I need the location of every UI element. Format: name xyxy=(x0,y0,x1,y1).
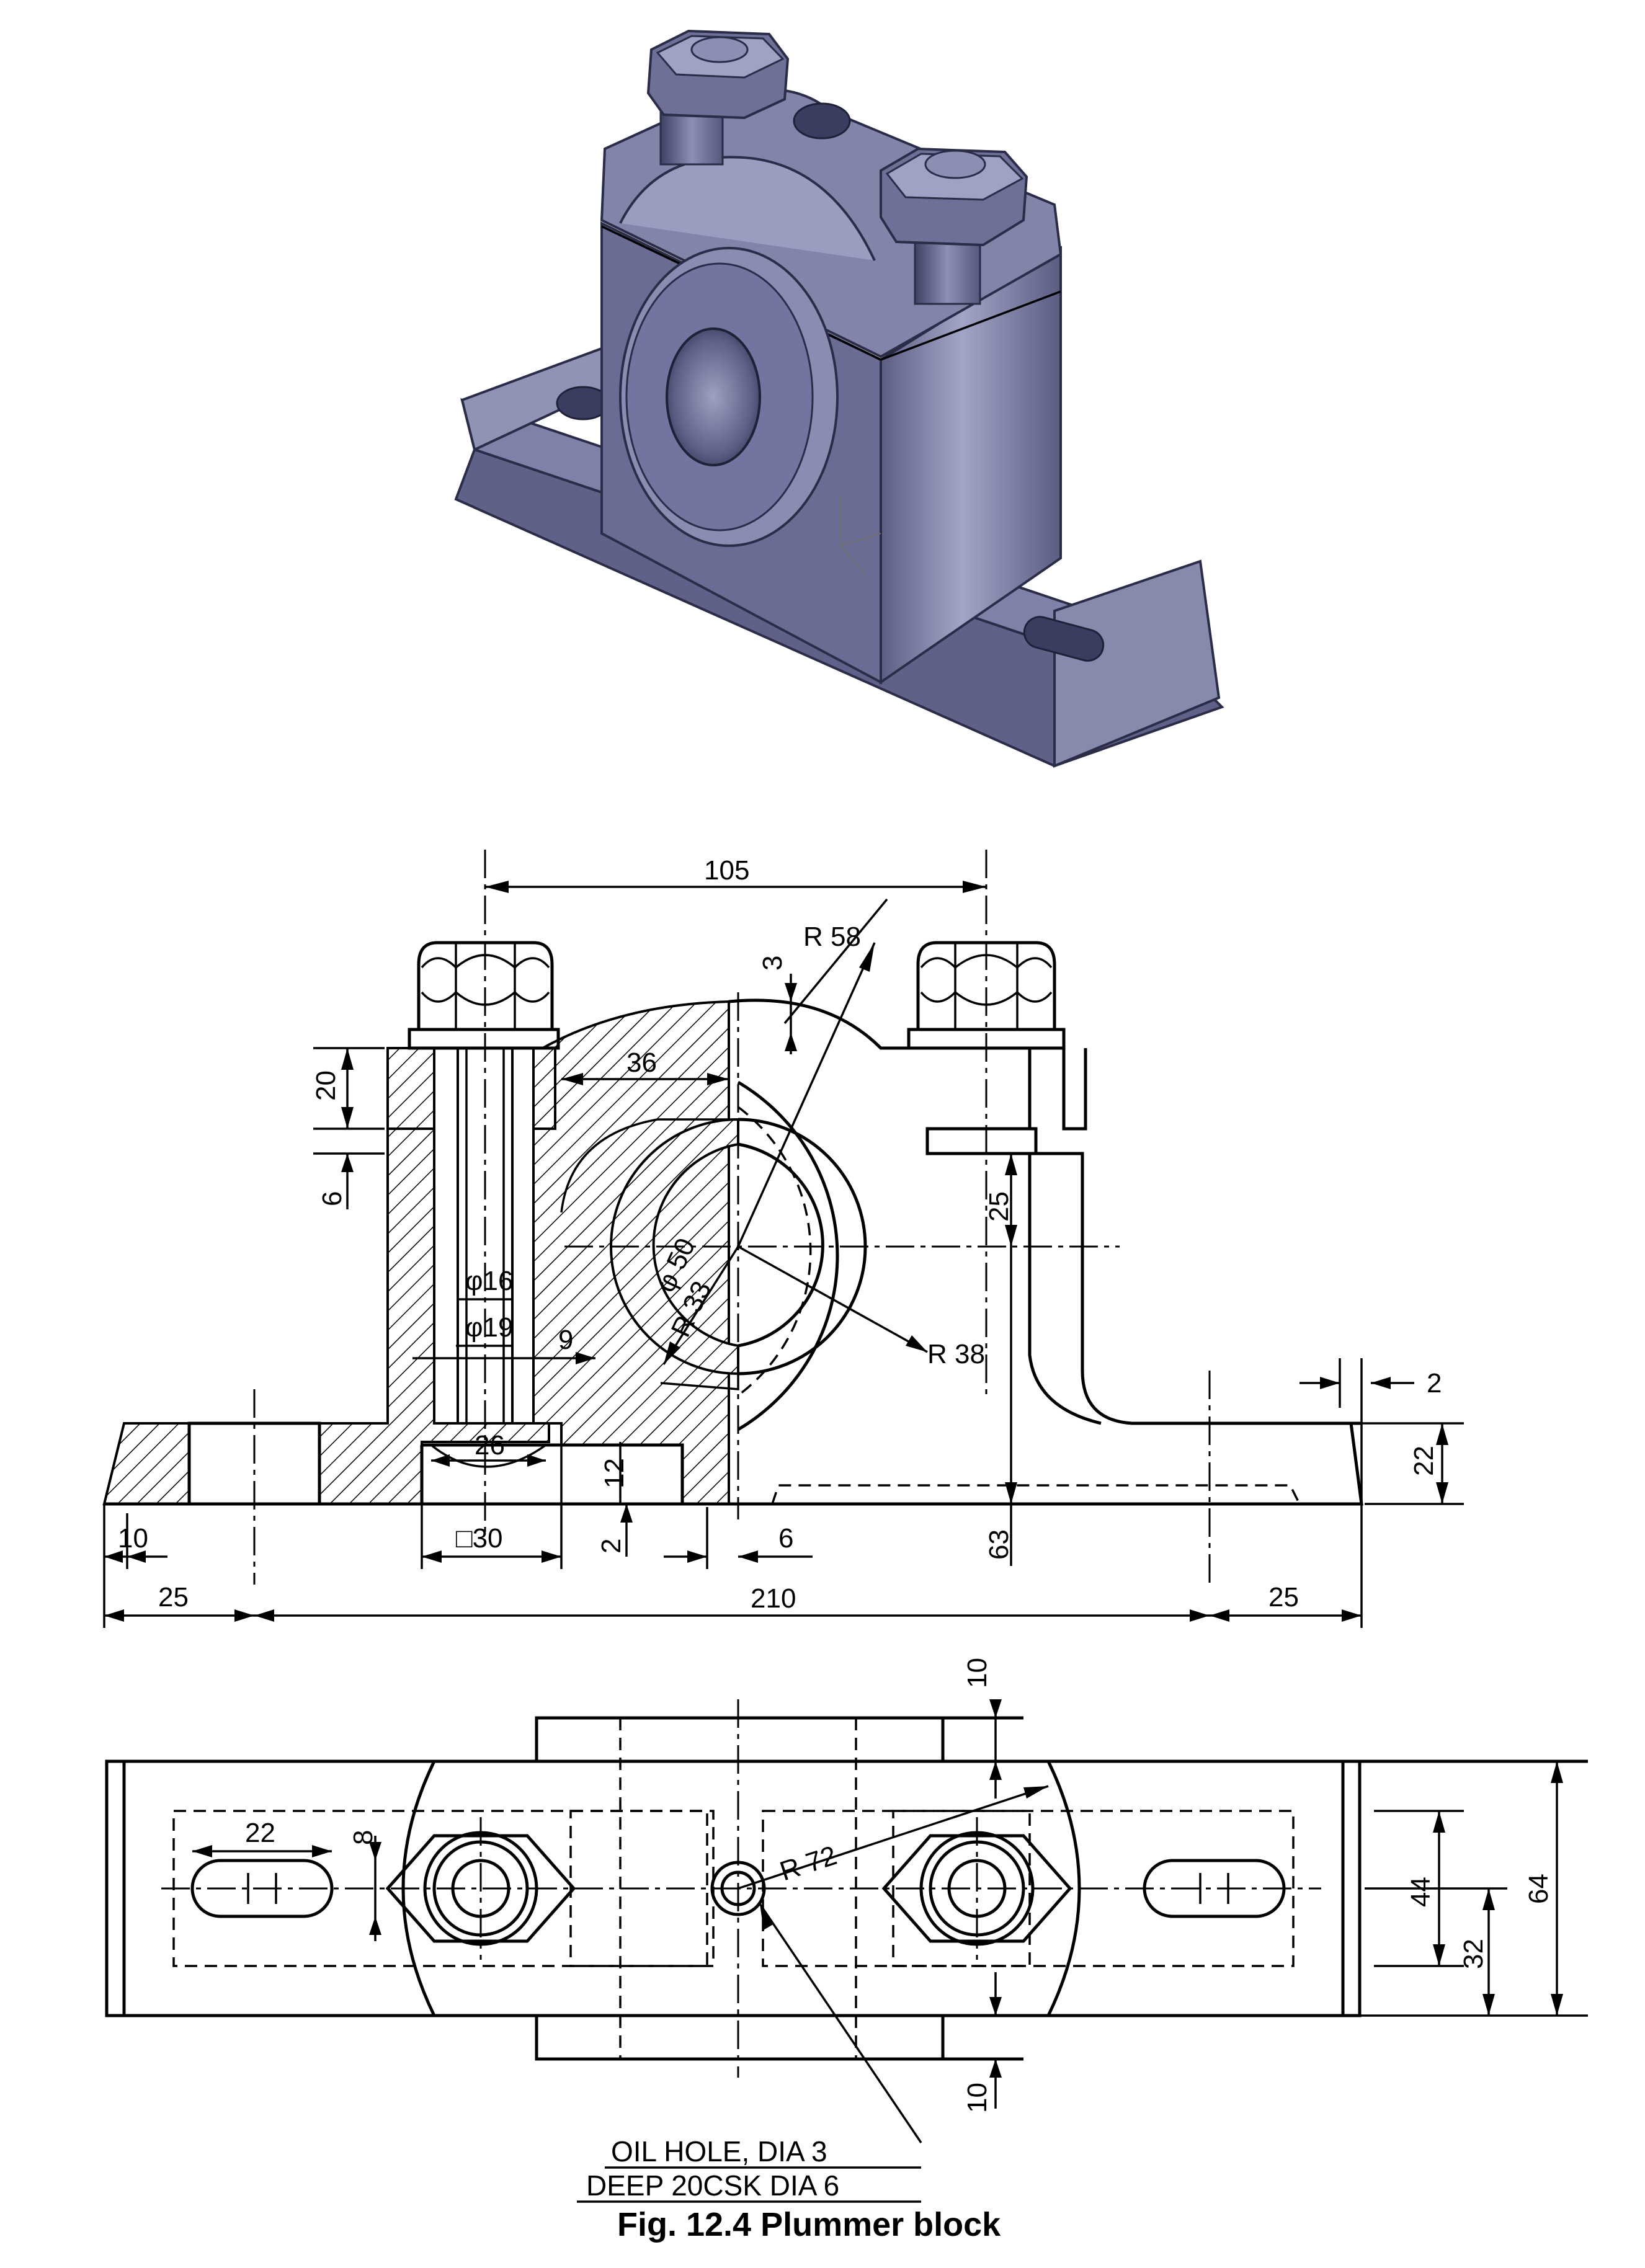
dim-8: 8 xyxy=(348,1830,378,1845)
dim-10-top: 10 xyxy=(962,1658,992,1688)
cap-plan-arc-right xyxy=(1046,1760,1081,2017)
isometric-view xyxy=(454,29,1224,768)
dim-20: 20 xyxy=(311,1070,341,1101)
oil-hole-leader xyxy=(759,1903,922,2143)
dim-10: 10 xyxy=(118,1523,148,1554)
section-base-left xyxy=(102,1422,190,1505)
shaft-bore xyxy=(666,327,761,466)
dim-2-right: 2 xyxy=(1427,1368,1442,1399)
stud-head-square xyxy=(430,1444,547,1468)
dim-6-left: 6 xyxy=(317,1191,347,1206)
base-outline xyxy=(104,1423,1363,1506)
section-left-flange xyxy=(386,1047,435,1130)
dim-25-vertical: 25 xyxy=(984,1191,1014,1222)
base-plate-right-end xyxy=(1053,559,1221,768)
body-outline-right-inner xyxy=(1028,1154,1102,1425)
dim-25-right: 25 xyxy=(1268,1582,1299,1612)
axis-triad-icon xyxy=(840,496,881,574)
dim-phi19: φ19 xyxy=(465,1312,513,1343)
dim-63: 63 xyxy=(984,1529,1014,1560)
cap-outline-right xyxy=(728,998,1087,1131)
cap-arch xyxy=(619,156,876,261)
oil-hole-note-line1: OIL HOLE, DIA 3 xyxy=(611,2135,827,2168)
front-dimensions: 105 R 58 3 20 36 6 xyxy=(103,855,1464,1628)
hidden-flange-left xyxy=(569,1810,708,1967)
body-outline-right xyxy=(925,1048,1362,1425)
dim-22-vertical: 22 xyxy=(1409,1446,1439,1476)
oil-hole-note-line2: DEEP 20CSK DIA 6 xyxy=(586,2169,839,2202)
dim-32: 32 xyxy=(1458,1939,1489,1969)
bush-flange-upper xyxy=(560,1118,738,1213)
dim-phi16: φ16 xyxy=(465,1266,513,1296)
base-hidden-recess xyxy=(771,1484,1301,1505)
dim-3: 3 xyxy=(757,956,788,971)
stud-right-end xyxy=(924,149,986,179)
dim-r72: R 72 xyxy=(776,1840,840,1887)
dim-9: 9 xyxy=(558,1325,573,1355)
dim-r58: R 58 xyxy=(803,922,861,952)
hidden-flange-right xyxy=(892,1810,1031,1967)
cap-split-line-2 xyxy=(880,290,1061,361)
body-plan-lower xyxy=(535,2014,945,2061)
section-bush xyxy=(610,1118,739,1376)
base-slot-right xyxy=(1023,616,1105,662)
cap-bolt-hole xyxy=(793,102,851,140)
body-plan-upper xyxy=(535,1716,945,1763)
dim-105: 105 xyxy=(704,855,749,886)
dim-12: 12 xyxy=(599,1458,630,1488)
hub-mid-right-hidden xyxy=(737,1106,812,1397)
dim-sq30: □30 xyxy=(456,1523,503,1554)
base-slot-left-section xyxy=(187,1421,321,1506)
dim-r38: R 38 xyxy=(927,1339,985,1369)
front-view: 105 R 58 3 20 36 6 xyxy=(102,850,1464,1628)
plan-dimensions: 10 22 8 R 72 44 32 xyxy=(192,1658,1588,2203)
slot-plan-left xyxy=(190,1859,334,1918)
dim-210: 210 xyxy=(751,1583,796,1614)
dim-22-horizontal: 22 xyxy=(245,1818,275,1848)
nut-left-front xyxy=(408,941,560,1050)
figure-caption: Fig. 12.4 Plummer block xyxy=(617,2206,1001,2243)
stud-left-end xyxy=(690,36,749,63)
top-view: 10 22 8 R 72 44 32 xyxy=(105,1658,1588,2203)
hub-outer-right xyxy=(737,1080,839,1431)
dim-6-lower: 6 xyxy=(778,1523,793,1554)
dim-26: 26 xyxy=(475,1430,505,1461)
cap-flange-right xyxy=(925,1127,1038,1155)
base-recess-section xyxy=(420,1443,684,1504)
dim-2-lower: 2 xyxy=(596,1539,626,1554)
dim-25-left: 25 xyxy=(158,1582,189,1612)
dim-44: 44 xyxy=(1406,1877,1436,1907)
section-cap-left xyxy=(532,1047,556,1130)
dim-64: 64 xyxy=(1523,1874,1554,1904)
dim-10-bottom: 10 xyxy=(962,2083,992,2113)
dim-36: 36 xyxy=(626,1047,657,1078)
